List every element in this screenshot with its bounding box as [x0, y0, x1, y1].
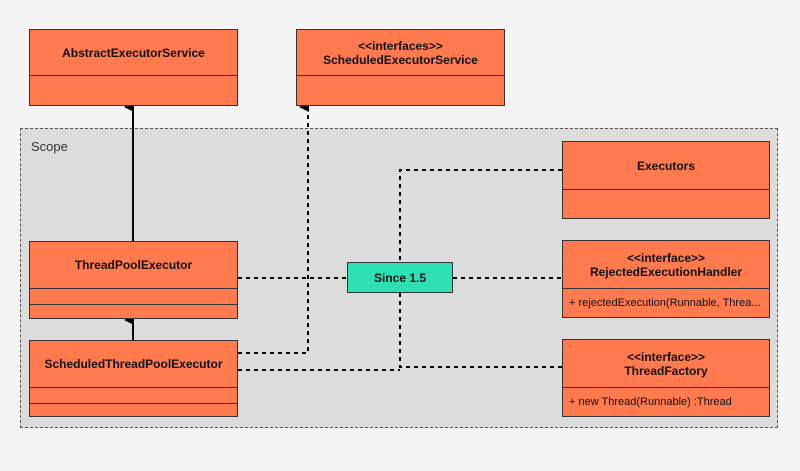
class-methods [30, 404, 237, 416]
class-header: <<interface>> ThreadFactory [563, 340, 769, 388]
class-stereotype: <<interfaces>> [358, 38, 443, 53]
scope-label: Scope [31, 139, 68, 154]
dash-executors-to-badge [399, 169, 562, 262]
class-body [563, 190, 769, 218]
class-header: ScheduledThreadPoolExecutor [30, 341, 237, 388]
realization-stpe-to-ses [238, 102, 309, 354]
class-stereotype: <<interface>> [626, 250, 706, 265]
class-name: ScheduledThreadPoolExecutor [44, 357, 223, 371]
class-thread-factory: <<interface>> ThreadFactory + new Thread… [562, 339, 770, 417]
class-attributes [30, 289, 237, 305]
class-method: + rejectedExecution(Runnable, Threa... [569, 297, 761, 309]
since-version-badge: Since 1.5 [347, 262, 453, 293]
class-header: AbstractExecutorService [30, 30, 237, 76]
class-body [297, 76, 504, 105]
class-stereotype: <<interface>> [626, 349, 706, 364]
class-header: <<interfaces>> ScheduledExecutorService [297, 30, 504, 76]
class-rejected-execution-handler: <<interface>> RejectedExecutionHandler +… [562, 240, 770, 318]
class-methods [30, 305, 237, 318]
class-name: ScheduledExecutorService [323, 52, 478, 67]
class-method: + new Thread(Runnable) :Thread [569, 396, 732, 408]
class-executors: Executors [562, 141, 770, 219]
class-name: Executors [636, 158, 696, 173]
class-body [30, 76, 237, 105]
class-header: ThreadPoolExecutor [30, 242, 237, 289]
class-scheduled-executor-service: <<interfaces>> ScheduledExecutorService [296, 29, 505, 106]
class-scheduled-thread-pool-executor: ScheduledThreadPoolExecutor [29, 340, 238, 417]
class-header: Executors [563, 142, 769, 190]
class-header: <<interface>> RejectedExecutionHandler [563, 241, 769, 289]
class-name: ThreadPoolExecutor [74, 258, 193, 272]
class-thread-pool-executor: ThreadPoolExecutor [29, 241, 238, 319]
class-name: RejectedExecutionHandler [589, 264, 743, 279]
dash-badge-to-threadfactory [399, 293, 562, 368]
class-abstract-executor-service: AbstractExecutorService [29, 29, 238, 106]
class-name: ThreadFactory [624, 363, 708, 378]
class-name: AbstractExecutorService [62, 45, 205, 60]
class-attributes [30, 388, 237, 404]
